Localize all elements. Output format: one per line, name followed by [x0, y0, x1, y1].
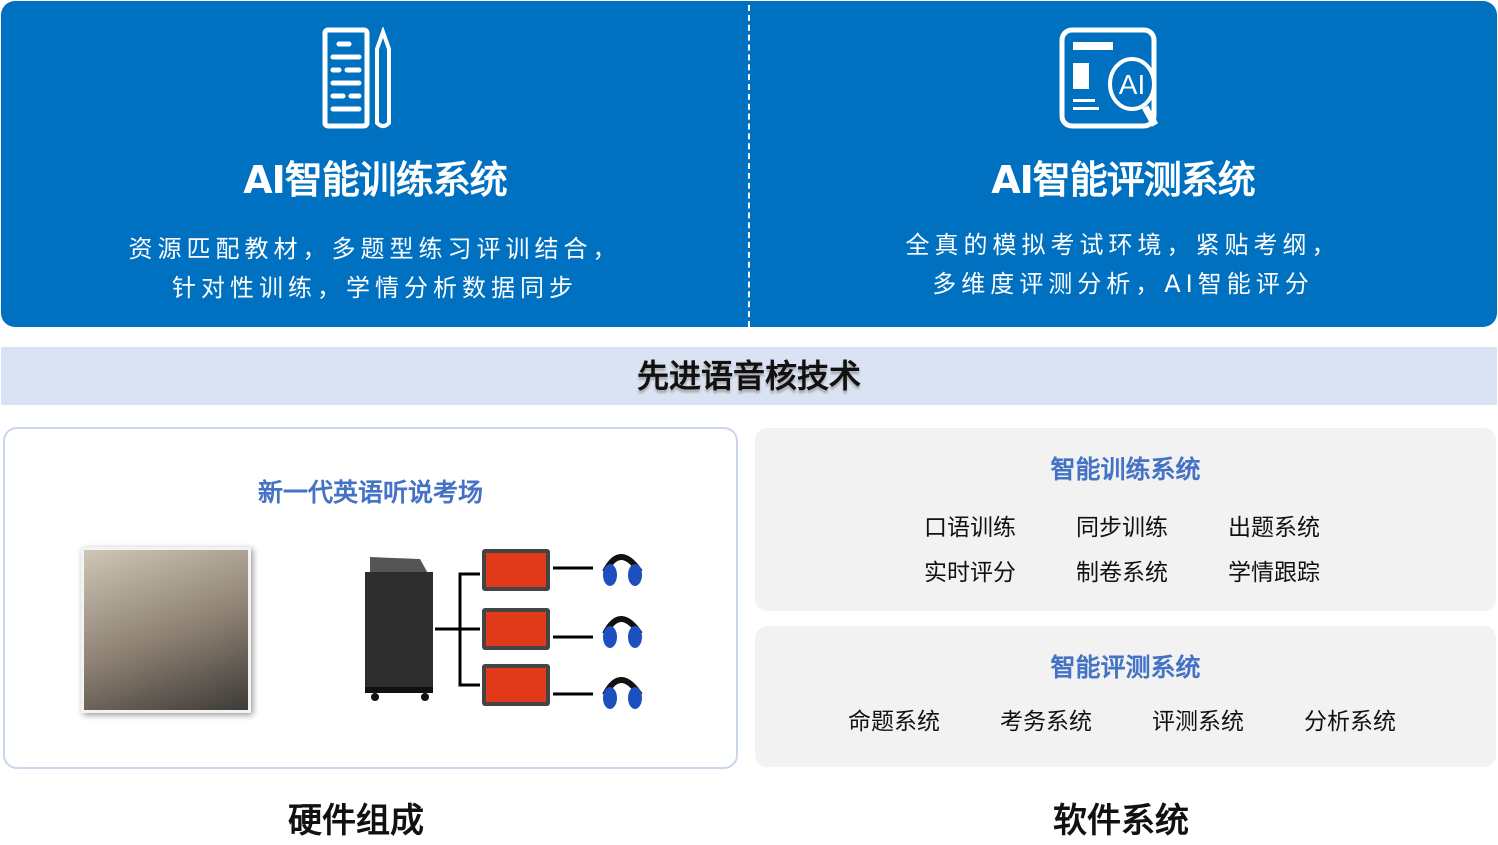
- ai-testing-desc-line1: 全真的模拟考试环境，紧贴考纲，: [905, 231, 1341, 259]
- document-pencil-icon: [322, 27, 391, 129]
- ai-testing-title: AI智能评测系统: [991, 158, 1256, 202]
- training-item: 制卷系统: [1076, 560, 1168, 586]
- hardware-diagram: [365, 549, 643, 709]
- ai-testing-desc-line2: 多维度评测分析，AI智能评分: [932, 270, 1314, 298]
- ai-testing-section: AI AI智能评测系统 全真的模拟考试环境，紧贴考纲， 多维度评测分析，AI智能…: [749, 1, 1497, 327]
- testing-item: 分析系统: [1304, 709, 1396, 735]
- training-item: 口语训练: [924, 515, 1016, 541]
- training-item: 出题系统: [1228, 515, 1320, 541]
- hardware-caption: 硬件组成: [288, 801, 424, 841]
- testing-item: 评测系统: [1152, 709, 1244, 735]
- tablet-icon: [482, 549, 550, 706]
- ai-document-magnifier-icon: AI: [1059, 27, 1159, 129]
- ai-training-title: AI智能训练系统: [243, 158, 508, 202]
- headset-icon: [602, 554, 643, 709]
- testing-item: 考务系统: [1000, 709, 1092, 735]
- server-cabinet-icon: [365, 557, 433, 701]
- hardware-title: 新一代英语听说考场: [257, 478, 483, 507]
- ai-training-desc-line1: 资源匹配教材，多题型练习评训结合，: [128, 235, 622, 263]
- top-banner: AI智能训练系统 资源匹配教材，多题型练习评训结合， 针对性训练，学情分析数据同…: [1, 1, 1497, 327]
- dashed-divider: [748, 5, 750, 327]
- training-item: 学情跟踪: [1228, 560, 1320, 586]
- software-caption: 软件系统: [1053, 801, 1189, 841]
- connection-lines: [435, 566, 593, 696]
- testing-item: 命题系统: [848, 709, 940, 735]
- training-system-panel: 智能训练系统 口语训练 同步训练 出题系统 实时评分 制卷系统 学情跟踪: [755, 428, 1496, 611]
- hardware-panel: 新一代英语听说考场: [3, 427, 738, 769]
- training-item: 同步训练: [1076, 515, 1168, 541]
- ai-icon-text: AI: [1119, 69, 1145, 100]
- speech-tech-band: 先进语音核技术: [1, 347, 1497, 405]
- ai-training-section: AI智能训练系统 资源匹配教材，多题型练习评训结合， 针对性训练，学情分析数据同…: [1, 1, 749, 327]
- classroom-photo: [81, 547, 251, 713]
- training-system-title: 智能训练系统: [1050, 455, 1201, 484]
- testing-system-panel: 智能评测系统 命题系统 考务系统 评测系统 分析系统: [755, 626, 1496, 767]
- testing-system-title: 智能评测系统: [1050, 653, 1201, 682]
- ai-training-desc-line2: 针对性训练，学情分析数据同步: [172, 274, 578, 302]
- training-item: 实时评分: [924, 560, 1016, 586]
